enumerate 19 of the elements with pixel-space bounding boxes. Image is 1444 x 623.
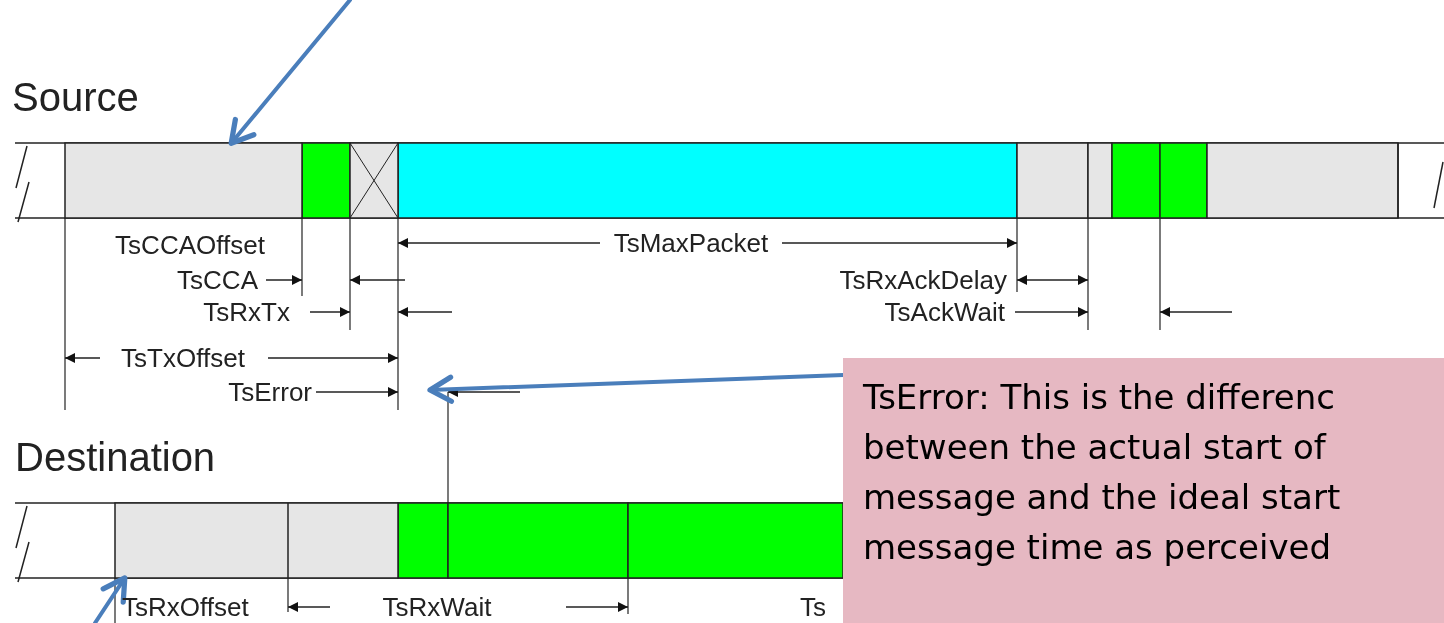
arrow (228, 0, 352, 146)
arrow (93, 575, 128, 623)
timing-label: Ts (800, 594, 826, 620)
timing-label: TsAckWait (884, 299, 1005, 325)
time-slot-bar (114, 502, 399, 579)
timing-label: TsRxTx (203, 299, 290, 325)
callout-text: TsError: This is the differenc between the actual start of message and the ideal start message time as perceived (863, 376, 1342, 569)
timing-label: TsCCAOffset (115, 232, 265, 258)
timing-label: TsCCA (177, 267, 258, 293)
timing-label: TsRxAckDelay (839, 267, 1007, 293)
time-slot-bar (64, 142, 303, 219)
callout-box (843, 358, 1444, 623)
timing-label: TsTxOffset (121, 345, 245, 371)
timing-label: TsRxWait (382, 594, 492, 620)
row-title: Destination (15, 437, 216, 477)
timing-label: TsError (228, 379, 312, 405)
timing-label: TsRxOffset (122, 594, 249, 620)
row-title: Source (12, 77, 139, 117)
timing-label: TsMaxPacket (613, 230, 769, 256)
